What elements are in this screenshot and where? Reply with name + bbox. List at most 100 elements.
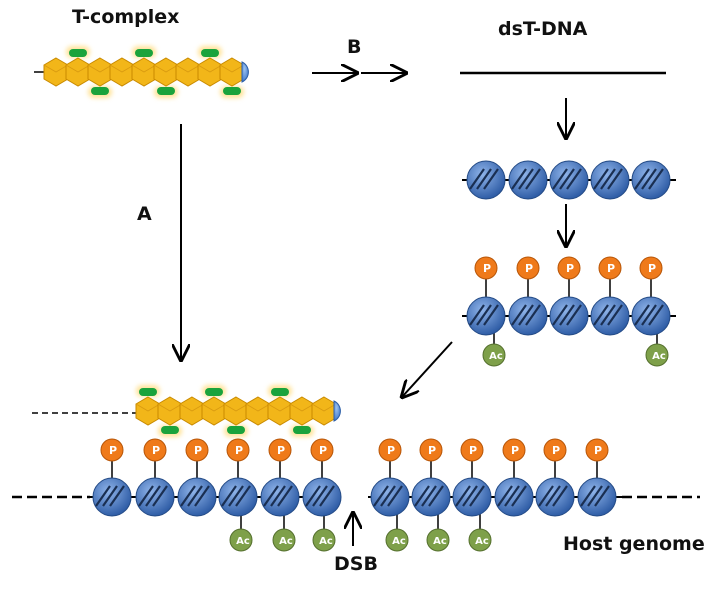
dna-wrap-stripe [138,485,154,507]
phospho-text: P [235,444,243,457]
acetyl-circle [385,528,409,552]
vird2-protein-pill [69,49,87,57]
nucleosome [631,296,671,336]
nucleosome [590,296,630,336]
hexagon-facet [175,64,201,73]
dna-wrap-stripe [194,485,210,507]
acetylation-mark: Ac [426,514,450,552]
nucleosome [92,477,132,517]
vird2-protein-pill [135,49,153,57]
acetyl-text: Ac [279,536,293,547]
dna-wrap-stripe [511,168,527,190]
nucleosome-ball [466,296,506,336]
phosphorylation-mark: P [598,256,622,300]
nucleosome [218,477,258,517]
hexagon-facet [157,403,183,412]
nucleosome [466,160,506,200]
phospho-circle [310,438,334,462]
dna-wrap-stripe [187,485,203,507]
hexagon-facet [43,64,69,73]
acetyl-text: Ac [475,536,489,547]
hexagon-facet [179,403,205,412]
phospho-circle [100,438,124,462]
phosphorylation-mark: P [460,438,484,482]
dna-wrap-stripe [305,485,321,507]
phospho-text: P [525,262,533,275]
phospho-circle [639,256,663,280]
phosphorylation-mark: P [226,438,250,482]
dna-wrap-stripe [221,485,237,507]
hexagon-facet [201,403,227,412]
dna-wrap-stripe [600,168,616,190]
phospho-circle [419,438,443,462]
phosphorylation-mark: P [268,438,292,482]
dna-wrap-stripe [277,485,293,507]
nucleosome [135,477,175,517]
pathway-a-label: A [137,203,152,225]
acetyl-circle [229,528,253,552]
phospho-circle [143,438,167,462]
acetylation-mark: Ac [385,514,409,552]
dna-wrap-stripe [593,304,609,326]
nucleosome-ball [508,160,548,200]
dna-wrap-stripe [634,304,650,326]
vird2-cap [333,400,341,422]
phospho-circle [598,256,622,280]
dna-wrap-stripe [648,304,664,326]
phospho-circle [502,438,526,462]
dna-wrap-stripe [607,168,623,190]
phosphorylation-mark: P [639,256,663,300]
nucleosome-ball [452,477,492,517]
dna-wrap-stripe [566,168,582,190]
phosphorylation-mark: P [419,438,443,482]
dna-wrap-stripe [538,485,554,507]
nucleosome-ball [218,477,258,517]
nucleosome-ball [302,477,342,517]
hexagon-facet [153,64,179,73]
hexagon-facet [65,64,91,73]
hexagon-facet [267,403,293,412]
dna-wrap-stripe [469,168,485,190]
dna-wrap-stripe [580,485,596,507]
phosphorylation-mark: P [543,438,567,482]
dna-wrap-stripe [95,485,111,507]
dna-wrap-stripe [566,304,582,326]
dna-wrap-stripe [428,485,444,507]
nucleosome-ball [370,477,410,517]
dna-wrap-stripe [511,485,527,507]
phospho-text: P [194,444,202,457]
acetylation-mark: Ac [312,514,336,552]
dna-wrap-stripe [552,485,568,507]
vird2-protein-pill [223,87,241,95]
nucleosome-ball [411,477,451,517]
dna-wrap-stripe [483,304,499,326]
dna-wrap-stripe [559,304,575,326]
nucleosome-ball [631,160,671,200]
dna-wrap-stripe [319,485,335,507]
hexagon-facet [131,64,157,73]
dna-wrap-stripe [525,168,541,190]
phospho-circle [585,438,609,462]
phospho-text: P [511,444,519,457]
hexagon-facet [87,64,113,73]
nucleosome [452,477,492,517]
dna-wrap-stripe [228,485,244,507]
nucleosome [494,477,534,517]
acetyl-circle [482,343,506,367]
ds-t-dna-label: dsT-DNA [498,18,588,40]
dna-wrap-stripe [600,304,616,326]
acetyl-circle [468,528,492,552]
hexagon-facet [223,403,249,412]
acetyl-text: Ac [236,536,250,547]
vird2-protein-pill [293,426,311,434]
nucleosome-ball [549,296,589,336]
nucleosome [260,477,300,517]
dna-wrap-stripe [469,485,485,507]
phosphorylation-mark: P [585,438,609,482]
acetyl-text: Ac [652,351,666,362]
nucleosome [508,160,548,200]
nucleosome [590,160,630,200]
dna-wrap-stripe [152,485,168,507]
dna-wrap-stripe [545,485,561,507]
